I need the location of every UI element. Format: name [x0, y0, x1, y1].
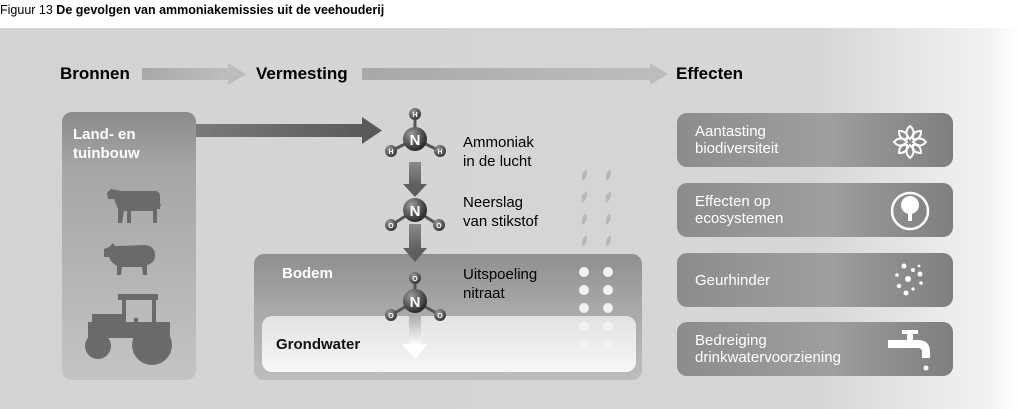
- svg-text:O: O: [388, 223, 394, 230]
- figure-caption: Figuur 13 De gevolgen van ammoniakemissi…: [0, 3, 384, 17]
- groundwater-box: [262, 316, 636, 372]
- deposition-atom-label: N: [410, 203, 421, 220]
- ammonia-molecule: N H H H: [385, 108, 446, 157]
- process-leaching-text: Uitspoeling nitraat: [463, 266, 538, 302]
- deposition-molecule: N O O: [385, 198, 445, 231]
- header-sources: Bronnen: [60, 64, 130, 83]
- faucet-icon: [888, 330, 930, 371]
- soil-label: Bodem: [282, 265, 333, 282]
- flower-icon: [892, 124, 928, 160]
- header-manure: Vermesting: [256, 64, 348, 83]
- header-effects: Effecten: [676, 64, 744, 83]
- odor-dots-icon: [895, 263, 923, 296]
- effect-label: Aantasting biodiversiteit: [695, 123, 779, 157]
- arrow-soil-to-groundwater: [402, 316, 428, 359]
- pig-icon: [104, 243, 155, 275]
- svg-text:O: O: [412, 276, 418, 283]
- ammonia-atom-label: N: [410, 132, 421, 149]
- svg-text:O: O: [436, 223, 442, 230]
- effect-label: Effecten op ecosystemen: [695, 193, 784, 227]
- nitrate-atom-label: N: [410, 294, 421, 311]
- leaching-dots: [579, 267, 613, 349]
- cow-icon: [107, 189, 161, 223]
- caption-prefix: Figuur 13: [0, 3, 53, 17]
- process-deposition-text: Neerslag van stikstof: [463, 194, 539, 230]
- svg-text:O: O: [388, 313, 394, 320]
- rain-drops: [582, 169, 611, 247]
- nitrate-molecule: N O O O: [385, 272, 446, 321]
- effect-label: Bedreiging drinkwatervoorziening: [695, 332, 841, 366]
- svg-text:O: O: [437, 313, 443, 320]
- svg-text:H: H: [388, 149, 393, 156]
- arrow-manure-to-effects: [362, 63, 668, 85]
- arrow-ammonia-to-deposition: [403, 162, 427, 197]
- sources-label: Land- en tuinbouw: [73, 126, 140, 162]
- emission-arrow: [196, 117, 382, 144]
- effect-label: Geurhinder: [695, 271, 771, 289]
- tree-icon: [890, 191, 930, 231]
- svg-text:H: H: [437, 149, 442, 156]
- svg-text:H: H: [412, 112, 417, 119]
- arrow-deposition-to-soil: [403, 224, 427, 262]
- tractor-icon: [85, 294, 172, 365]
- arrow-sources-to-manure: [142, 63, 246, 85]
- effect-box-drinking-water: Bedreiging drinkwatervoorziening: [677, 322, 953, 376]
- process-ammonia-text: Ammoniak in de lucht: [463, 134, 534, 170]
- groundwater-label: Grondwater: [276, 336, 361, 353]
- caption-title: De gevolgen van ammoniakemissies uit de …: [56, 3, 385, 17]
